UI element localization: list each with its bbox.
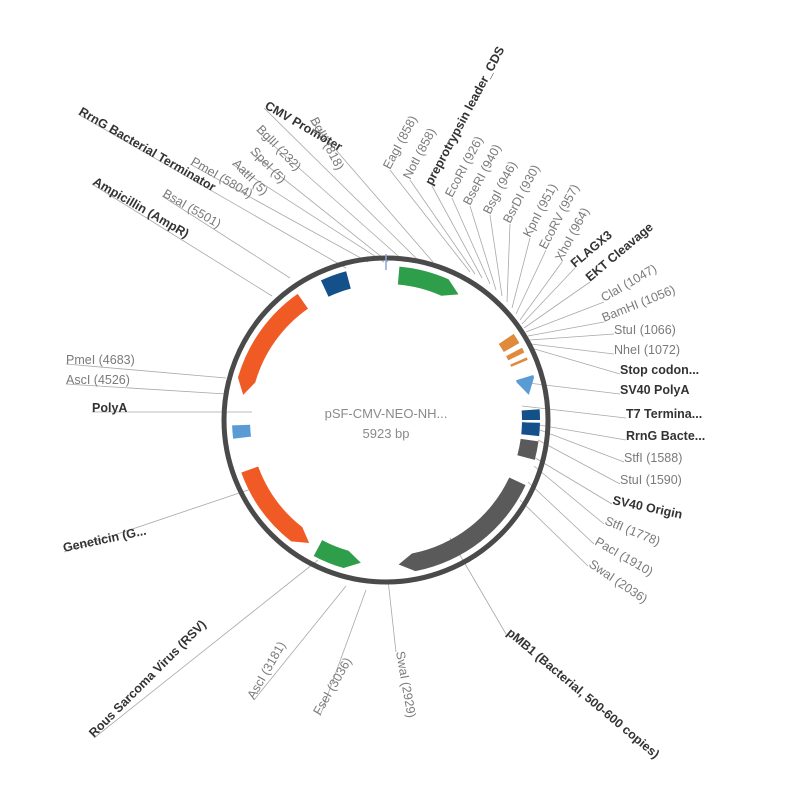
site-label: StuI (1066)	[614, 323, 676, 337]
leader-line	[537, 439, 621, 485]
site-label: PmeI (4683)	[66, 353, 135, 367]
site-label: FseI (3036)	[310, 655, 354, 717]
leader-line	[319, 589, 367, 717]
site-label: AscI (3181)	[244, 639, 288, 701]
leader-line	[519, 499, 589, 567]
leader-line	[451, 197, 491, 285]
leader-line	[431, 185, 483, 279]
leader-line	[231, 163, 385, 263]
leader-line	[189, 163, 369, 263]
leader-line	[529, 333, 615, 341]
leader-line	[161, 195, 291, 279]
site-label: AscI (4526)	[66, 373, 130, 387]
plasmid-length: 5923 bp	[363, 426, 410, 441]
feature-sv40-polya	[516, 374, 535, 395]
site-label: SwaI (2929)	[393, 650, 418, 719]
leader-line	[533, 465, 605, 525]
feature-pmb1	[398, 477, 526, 572]
leader-line	[506, 223, 511, 303]
leader-line	[65, 383, 227, 395]
leader-line	[521, 267, 576, 325]
feature-label: SV40 PolyA	[620, 383, 689, 397]
leader-line	[91, 183, 273, 297]
feature-preprotrypsin-leader	[498, 333, 520, 352]
leader-line	[525, 301, 605, 333]
leader-line	[527, 321, 605, 337]
leader-line	[539, 429, 625, 463]
leader-line	[527, 481, 595, 545]
leader-line	[469, 205, 497, 291]
leader-line	[511, 237, 531, 309]
site-label: NheI (1072)	[614, 343, 680, 357]
leader-line	[63, 483, 267, 553]
leader-line	[387, 579, 397, 653]
feature-label: PolyA	[92, 401, 127, 415]
feature-rrng-bacterial	[521, 422, 540, 437]
leader-line	[489, 214, 503, 297]
leader-line	[255, 129, 406, 263]
leader-line	[409, 179, 476, 275]
feature-label: pMB1 (Bacterial, 500-600 copies)	[504, 626, 662, 762]
feature-t7-terminator	[521, 409, 540, 420]
leader-line	[253, 585, 347, 701]
leader-line	[389, 169, 471, 273]
leader-line	[530, 343, 615, 355]
leader-line	[519, 261, 563, 321]
leader-line	[309, 119, 434, 263]
feature-sv40-origin	[517, 438, 539, 460]
leader-line	[519, 381, 621, 395]
feature-label: Stop codon...	[620, 363, 699, 377]
feature-label: SV40 Origin	[611, 493, 683, 521]
feature-polya	[232, 424, 252, 439]
feature-ampicillin-ampr	[237, 293, 308, 395]
site-label: StfI (1588)	[624, 451, 682, 465]
feature-label: RrnG Bacte...	[626, 429, 705, 443]
leader-line	[523, 281, 591, 329]
leader-line	[521, 449, 613, 505]
feature-arcs	[232, 266, 540, 572]
label-leaders	[63, 107, 627, 739]
plasmid-name: pSF-CMV-NEO-NH...	[325, 406, 448, 421]
feature-flagx3	[506, 347, 525, 361]
leader-line	[77, 113, 347, 269]
leader-line	[65, 363, 227, 379]
feature-cmv-promoter	[397, 266, 459, 296]
site-label: StuI (1590)	[620, 473, 682, 487]
leader-line	[263, 107, 421, 263]
leader-line	[521, 405, 627, 419]
feature-label: Geneticin (G...	[62, 524, 148, 555]
feature-geneticin	[241, 466, 310, 543]
leader-line	[515, 249, 547, 315]
feature-rrng-bacterial-terminator	[320, 271, 351, 297]
feature-label: T7 Termina...	[626, 407, 702, 421]
feature-ekt	[510, 357, 528, 367]
feature-rous-sarcoma-virus-rsv	[313, 540, 361, 569]
feature-label: Rous Sarcoma Virus (RSV)	[86, 617, 209, 740]
leader-line	[93, 559, 319, 739]
leader-line	[530, 347, 621, 375]
leader-line	[249, 151, 389, 263]
